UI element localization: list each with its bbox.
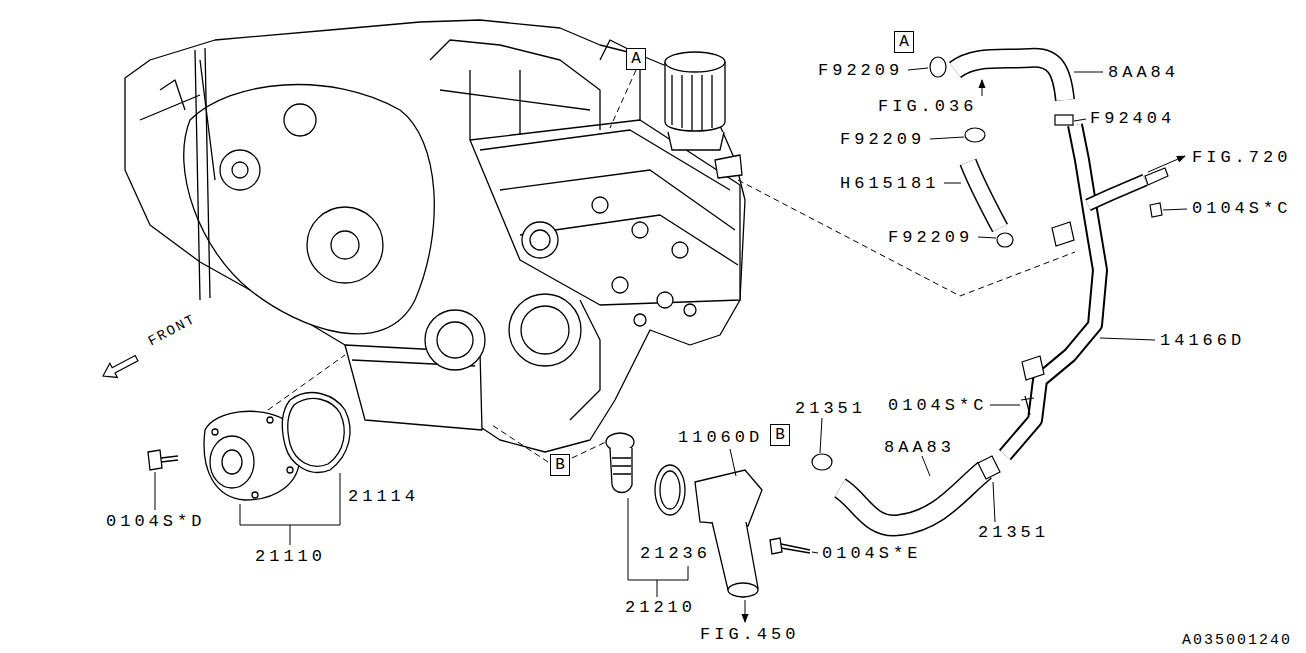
bolt-callout: 0104S*D <box>106 513 205 530</box>
reference-letter-box: B <box>550 454 570 476</box>
clip-callout: F92209 <box>818 62 903 79</box>
hose-callout: 8AA83 <box>884 439 955 456</box>
reference-letter-box: A <box>626 48 646 70</box>
clip-callout: F92404 <box>1090 110 1175 127</box>
bolt-callout: 0104S*E <box>822 545 921 562</box>
reference-letter: B <box>555 457 565 473</box>
reference-letter: A <box>899 34 909 50</box>
direction-label: FRONT <box>146 312 198 349</box>
reference-letter: A <box>631 51 641 67</box>
figure-reference: FIG.036 <box>878 98 977 115</box>
clamp-callout: 21351 <box>795 400 866 417</box>
bolt-callout: 0104S*C <box>1192 200 1291 217</box>
housing-callout: 11060D <box>678 429 763 446</box>
thermostat-callout: 21210 <box>625 599 696 616</box>
gasket-callout: 21236 <box>640 545 711 562</box>
bolt-callout: 0104S*C <box>888 397 987 414</box>
gasket-callout: 21114 <box>348 488 419 505</box>
clamp-callout: 21351 <box>978 524 1049 541</box>
pump-callout: 21110 <box>255 548 326 565</box>
clip-callout: F92209 <box>888 229 973 246</box>
figure-reference: FIG.450 <box>700 626 799 643</box>
hose-callout: 8AA84 <box>1108 64 1179 81</box>
reference-letter: B <box>775 427 785 443</box>
clip-callout: F92209 <box>840 131 925 148</box>
drawing-number: A035001240 <box>1182 633 1292 648</box>
figure-reference: FIG.720 <box>1192 149 1291 166</box>
reference-letter-box: A <box>894 31 914 53</box>
hose-callout: H615181 <box>840 175 939 192</box>
reference-letter-box: B <box>770 424 790 446</box>
pipe-callout: 14166D <box>1160 332 1245 349</box>
